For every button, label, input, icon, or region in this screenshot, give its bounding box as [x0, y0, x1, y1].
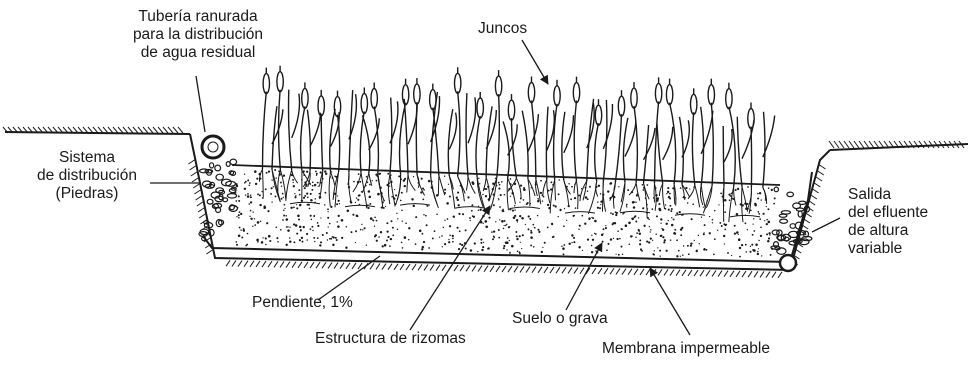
rhizome-arrow: [410, 206, 490, 330]
slotted-pipe-icon: [202, 136, 224, 158]
bed-surface: [232, 165, 780, 185]
membrane-arrow: [650, 268, 690, 335]
distribution-label: Sistema de distribución (Piedras): [22, 149, 152, 203]
pipe-label: Tubería ranurada para la distribución de…: [100, 8, 296, 62]
soil-label: Suelo o grava: [512, 310, 608, 328]
reeds-label: Juncos: [478, 20, 527, 38]
outlet-label: Salida del efluente de altura variable: [848, 186, 928, 258]
rhizome-label: Estructura de rizomas: [315, 330, 466, 348]
slope-label: Pendiente, 1%: [252, 294, 353, 312]
reed-plants: [262, 66, 774, 188]
membrane-label: Membrana impermeable: [602, 340, 770, 358]
outlet-leader: [812, 218, 840, 232]
pipe-leader: [196, 76, 205, 132]
soil-arrow: [566, 243, 602, 310]
reeds-arrow: [522, 40, 548, 84]
outlet-pipe-icon: [780, 255, 796, 271]
